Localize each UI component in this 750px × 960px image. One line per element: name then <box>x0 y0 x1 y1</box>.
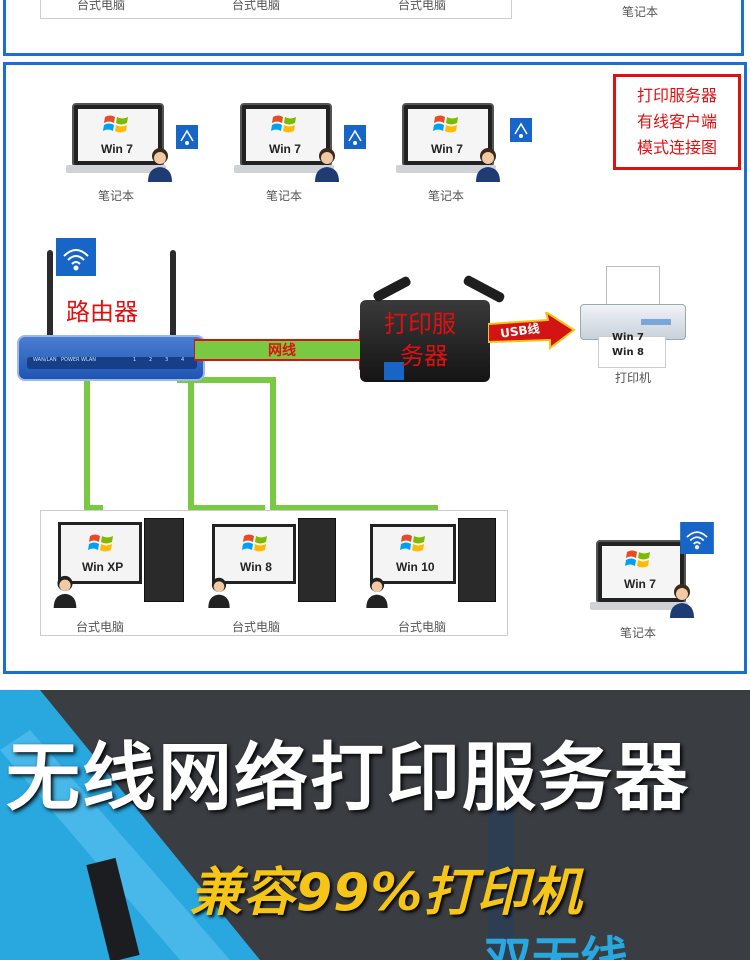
promo-banner: 无线网络打印服务器 兼容99%打印机 双无线 <box>0 690 750 960</box>
laptop-caption: 笔记本 <box>266 187 302 204</box>
router-port-4: 4 <box>181 357 184 363</box>
user-icon <box>313 146 341 182</box>
os-label: Win 10 <box>396 560 435 574</box>
router-port-2: 2 <box>149 357 152 363</box>
router-body: WAN/LAN POWER WLAN 1 2 3 4 <box>17 335 205 381</box>
windows-logo-icon <box>88 532 114 554</box>
user-icon <box>474 146 502 182</box>
wifi-card-icon <box>510 118 532 142</box>
router-port-power: POWER <box>61 357 80 363</box>
wifi-card-icon <box>680 522 714 554</box>
desktop-caption: 台式电脑 <box>398 618 446 635</box>
lan-cable-label: 网线 <box>268 340 296 360</box>
printer-os-tag-2: Win 8 <box>612 347 644 358</box>
os-label: Win XP <box>82 560 123 574</box>
printer-caption: 打印机 <box>615 369 651 386</box>
wifi-card-icon <box>176 125 198 149</box>
user-icon <box>668 582 696 618</box>
os-label: Win 7 <box>624 577 656 591</box>
printer-paper-top <box>606 266 660 308</box>
windows-logo-icon <box>400 532 426 554</box>
cable-to-desktop-3 <box>273 380 435 508</box>
windows-logo-icon <box>103 113 129 135</box>
windows-logo-icon <box>242 532 268 554</box>
desktop-tower <box>144 518 184 602</box>
router-port-wlan: WLAN <box>81 357 96 363</box>
banner-headline: 无线网络打印服务器 <box>6 718 690 825</box>
user-icon <box>362 576 392 608</box>
banner-third-line: 双无线 <box>484 920 628 960</box>
user-icon <box>204 576 234 608</box>
windows-logo-icon <box>625 548 651 570</box>
banner-subheadline: 兼容99%打印机 <box>190 850 582 925</box>
desktop-tower <box>298 518 336 602</box>
router-port-wan: WAN/LAN <box>33 357 57 363</box>
router-port-1: 1 <box>133 357 136 363</box>
wifi-card-icon <box>344 125 366 149</box>
os-label: Win 8 <box>240 560 272 574</box>
windows-logo-icon <box>433 113 459 135</box>
print-server-label-line2: 务器 <box>400 336 448 371</box>
laptop-caption: 笔记本 <box>98 187 134 204</box>
router-antenna-right <box>170 250 176 340</box>
desktop-caption: 台式电脑 <box>232 618 280 635</box>
laptop-caption: 笔记本 <box>428 187 464 204</box>
desktop-tower <box>458 518 496 602</box>
user-icon <box>50 574 80 608</box>
printer-os-tag-1: Win 7 <box>612 332 644 343</box>
router-label: 路由器 <box>66 292 138 327</box>
cable-to-desktop-2 <box>191 380 262 508</box>
os-label: Win 7 <box>101 142 133 156</box>
desktop-caption: 台式电脑 <box>76 618 124 635</box>
cable-to-desktop-1 <box>87 380 100 508</box>
wifi-card-icon <box>56 238 96 276</box>
user-icon <box>146 146 174 182</box>
laptop-caption: 笔记本 <box>620 624 656 641</box>
router-antenna-left <box>47 250 53 340</box>
router-port-3: 3 <box>165 357 168 363</box>
print-server-label-line1: 打印服 <box>384 304 456 339</box>
windows-logo-icon <box>271 113 297 135</box>
os-label: Win 7 <box>431 142 463 156</box>
os-label: Win 7 <box>269 142 301 156</box>
